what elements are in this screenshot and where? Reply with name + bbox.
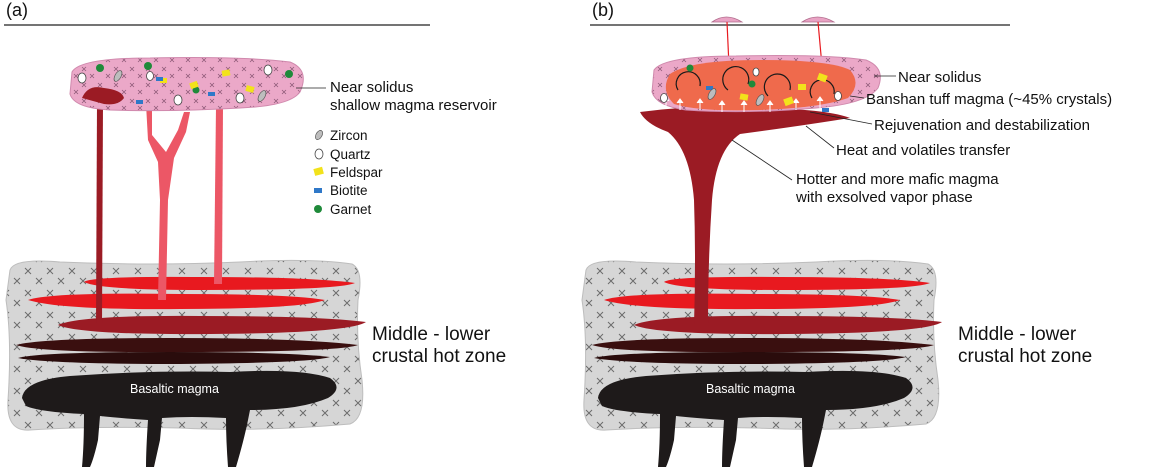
feldspar-crystal (816, 72, 828, 83)
hot-zone-label-b-1: Middle - lower (958, 324, 1077, 345)
annotation-heat-volatiles: Heat and volatiles transfer (836, 142, 1010, 159)
crystals-b (660, 64, 842, 112)
annotation-near-solidus: Near solidus (898, 69, 981, 86)
vapor-arrow-icon (792, 98, 800, 110)
quartz-crystal (173, 94, 183, 106)
zircon-crystal (707, 88, 717, 100)
quartz-crystal (77, 72, 87, 84)
leader-heat (805, 125, 835, 149)
sill-dark-2-b (594, 352, 906, 364)
basalt-label-a: Basaltic magma (130, 382, 219, 396)
deep-dike-a (96, 102, 103, 326)
zircon-crystal (113, 70, 123, 82)
vapor-arrow-icon (676, 98, 684, 110)
leader-rejuvenation (809, 111, 873, 125)
sill-mid-b (634, 315, 942, 335)
garnet-crystal (748, 80, 756, 88)
eruption-plume-1 (710, 16, 744, 67)
sill-bright-top-b (664, 276, 930, 290)
quartz-crystal (263, 64, 273, 76)
leader-hotter (731, 139, 793, 181)
feldspar-crystal (245, 85, 255, 93)
quartz-crystal (834, 91, 842, 101)
garnet-icon (314, 205, 322, 213)
annotation-banshan-tuff: Banshan tuff magma (~45% crystals) (866, 91, 1112, 108)
basaltic-magma-a (22, 370, 337, 467)
biotite-crystal (706, 86, 713, 90)
quartz-icon (314, 148, 324, 160)
biotite-icon (314, 188, 322, 193)
legend-quartz: Quartz (330, 147, 371, 162)
convection-arrow-icon (763, 73, 791, 97)
leader-banshan (849, 95, 865, 99)
sill-dark-1-b (592, 338, 934, 353)
sill-mid-a (58, 315, 366, 335)
basaltic-magma-b (598, 370, 913, 467)
sill-bright-a (28, 293, 325, 310)
quartz-crystal (660, 93, 668, 103)
shallow-reservoir-a (69, 57, 304, 112)
biotite-crystal (156, 77, 163, 81)
panel-a-tag: (a) (6, 0, 28, 20)
sill-dark-1-a (16, 338, 358, 353)
zircon-icon (315, 130, 323, 140)
hot-zone-label-a-1: Middle - lower (372, 324, 491, 345)
feldspar-crystal (160, 78, 167, 83)
annotation-rejuvenation: Rejuvenation and destabilization (874, 117, 1090, 134)
mafic-intrusion-a (82, 87, 124, 105)
panel-b-tag: (b) (592, 0, 614, 20)
legend-biotite: Biotite (330, 183, 368, 198)
vapor-arrow-icon (816, 96, 824, 108)
zircon-crystal (257, 90, 267, 102)
quartz-crystal (752, 67, 760, 77)
garnet-crystal (96, 64, 104, 72)
crystals-a (77, 62, 293, 106)
feldspar-crystal (189, 80, 199, 90)
sill-bright-b (604, 293, 900, 310)
convection-arrow-icon (722, 66, 750, 91)
panel-a: (a) Basaltic magma (4, 0, 506, 467)
mineral-legend: Zircon Quartz Feldspar Biotite Garnet (313, 128, 383, 217)
vapor-arrow-icon (740, 100, 748, 112)
garnet-crystal (144, 62, 152, 70)
feldspar-crystal (783, 96, 795, 107)
garnet-crystal (192, 86, 200, 94)
quartz-crystal (235, 92, 245, 104)
legend-feldspar: Feldspar (330, 165, 383, 180)
feldspar-icon (313, 166, 324, 176)
panel-b: (b) Basaltic magma (581, 0, 1112, 467)
annotation-hotter-mafic-2: with exsolved vapor phase (795, 189, 973, 206)
biotite-crystal (136, 100, 143, 104)
feldspar-crystal (221, 69, 231, 77)
sill-dark-2-a (18, 352, 330, 364)
hot-zone-label-a-2: crustal hot zone (372, 346, 506, 367)
reservoir-label-2: shallow magma reservoir (330, 97, 497, 114)
straight-dike-a (214, 106, 223, 284)
feldspar-crystal (739, 93, 749, 101)
basalt-label-b: Basaltic magma (706, 382, 795, 396)
branching-dike-a (146, 104, 190, 300)
reservoir-label-1: Near solidus (330, 79, 413, 96)
legend-zircon: Zircon (330, 128, 368, 143)
biotite-crystal (822, 108, 829, 112)
quartz-crystal (146, 71, 154, 81)
vapor-arrow-icon (718, 100, 726, 112)
legend-garnet: Garnet (330, 202, 372, 217)
feldspar-crystal (798, 84, 806, 90)
garnet-crystal (686, 64, 694, 72)
zircon-crystal (755, 94, 765, 106)
hot-zone-label-b-2: crustal hot zone (958, 346, 1092, 367)
biotite-crystal (208, 92, 215, 96)
annotation-hotter-mafic-1: Hotter and more mafic magma (796, 171, 999, 188)
garnet-crystal (285, 70, 293, 78)
vapor-arrow-icon (766, 100, 774, 112)
convection-arrow-icon (675, 71, 701, 91)
annotation-leaders-b (731, 75, 896, 181)
vapor-arrow-icon (696, 98, 704, 110)
mafic-conduit-b (640, 106, 850, 326)
